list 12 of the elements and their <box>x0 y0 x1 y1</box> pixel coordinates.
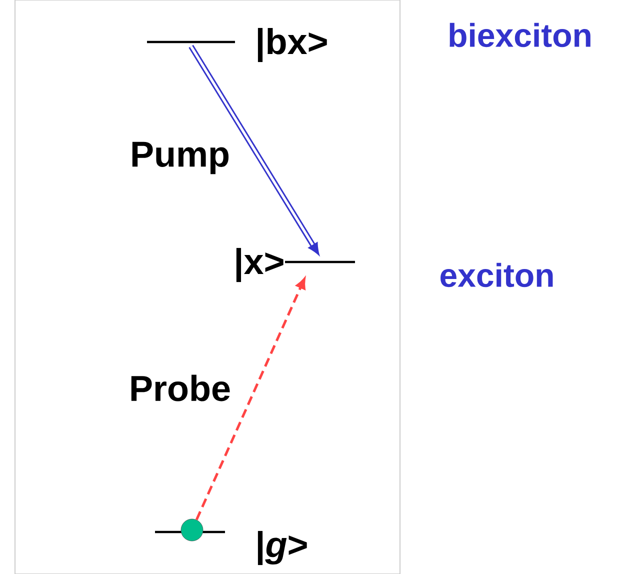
level-label: |bx> <box>258 28 327 62</box>
arrow <box>188 44 320 256</box>
dot <box>180 518 204 542</box>
state-label: biexciton <box>450 22 590 48</box>
edge-label: Pump <box>132 142 229 174</box>
level-label: |x> <box>236 248 284 282</box>
arrow <box>195 278 306 520</box>
level-label: |g> <box>258 530 307 566</box>
energy-level-line <box>285 260 355 264</box>
state-label: exciton <box>440 262 553 288</box>
edge-label: Probe <box>131 374 230 402</box>
energy-level-line <box>147 40 235 44</box>
